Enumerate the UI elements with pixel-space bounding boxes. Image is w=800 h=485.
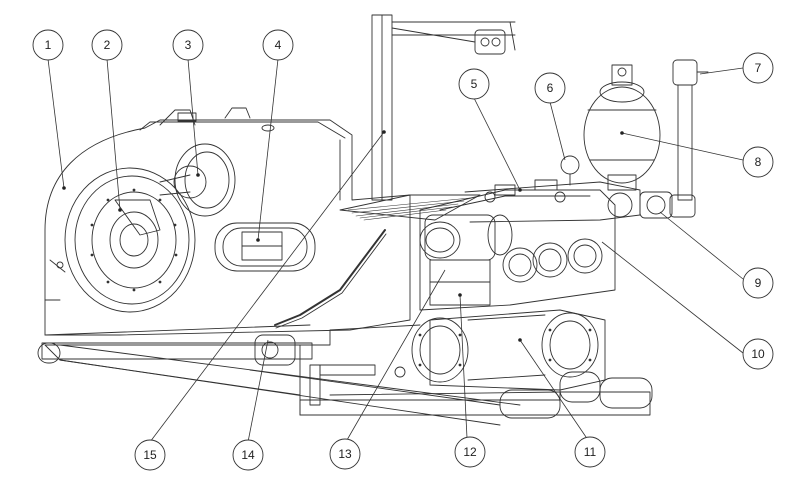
callout-10-label: 10: [751, 347, 765, 361]
callout-2-label: 2: [104, 38, 111, 52]
callout-3: 3: [172, 29, 204, 61]
callout-8: 8: [742, 146, 774, 178]
callout-15-label: 15: [143, 448, 157, 462]
callout-6: 6: [534, 72, 566, 104]
pinion-shaft: [160, 144, 235, 216]
callout-5-label: 5: [471, 77, 478, 91]
power-end-frame: [45, 108, 410, 335]
sheave-wheel: [50, 168, 195, 312]
callout-12: 12: [454, 436, 486, 468]
callout-9-label: 9: [755, 276, 762, 290]
callout-4: 4: [262, 29, 294, 61]
callout-2: 2: [91, 29, 123, 61]
discharge-flange: [640, 192, 672, 218]
skid-base: [38, 343, 652, 425]
lubrication-piping: [255, 230, 420, 405]
callout-15: 15: [134, 439, 166, 471]
callout-10: 10: [742, 338, 774, 370]
callouts: 1 2 3 4 5 6 7 8: [32, 29, 774, 471]
walkway-grating: [340, 195, 480, 220]
callout-4-label: 4: [275, 38, 282, 52]
callout-13-label: 13: [338, 447, 352, 461]
callout-1-label: 1: [45, 38, 52, 52]
callout-11: 11: [574, 436, 606, 468]
safety-valve: [670, 60, 708, 217]
callout-7-label: 7: [755, 61, 762, 75]
callout-13: 13: [329, 438, 361, 470]
valve-covers: [503, 239, 602, 282]
callout-14-label: 14: [241, 448, 255, 462]
callout-8-label: 8: [755, 155, 762, 169]
callout-7: 7: [742, 52, 774, 84]
callout-6-label: 6: [547, 81, 554, 95]
leader-lines: [47, 58, 744, 443]
callout-3-label: 3: [185, 38, 192, 52]
inspection-cover: [215, 223, 315, 271]
pressure-gauge: [561, 156, 579, 185]
callout-5: 5: [458, 68, 490, 100]
callout-11-label: 11: [584, 445, 597, 459]
callout-12-label: 12: [463, 445, 477, 459]
lifting-davit: [372, 15, 515, 200]
pulsation-dampener: [584, 65, 660, 190]
callout-14: 14: [232, 439, 264, 471]
callout-9: 9: [742, 267, 774, 299]
bolt-dots: [90, 188, 592, 367]
callout-1: 1: [32, 29, 64, 61]
suction-manifold: [412, 310, 605, 390]
